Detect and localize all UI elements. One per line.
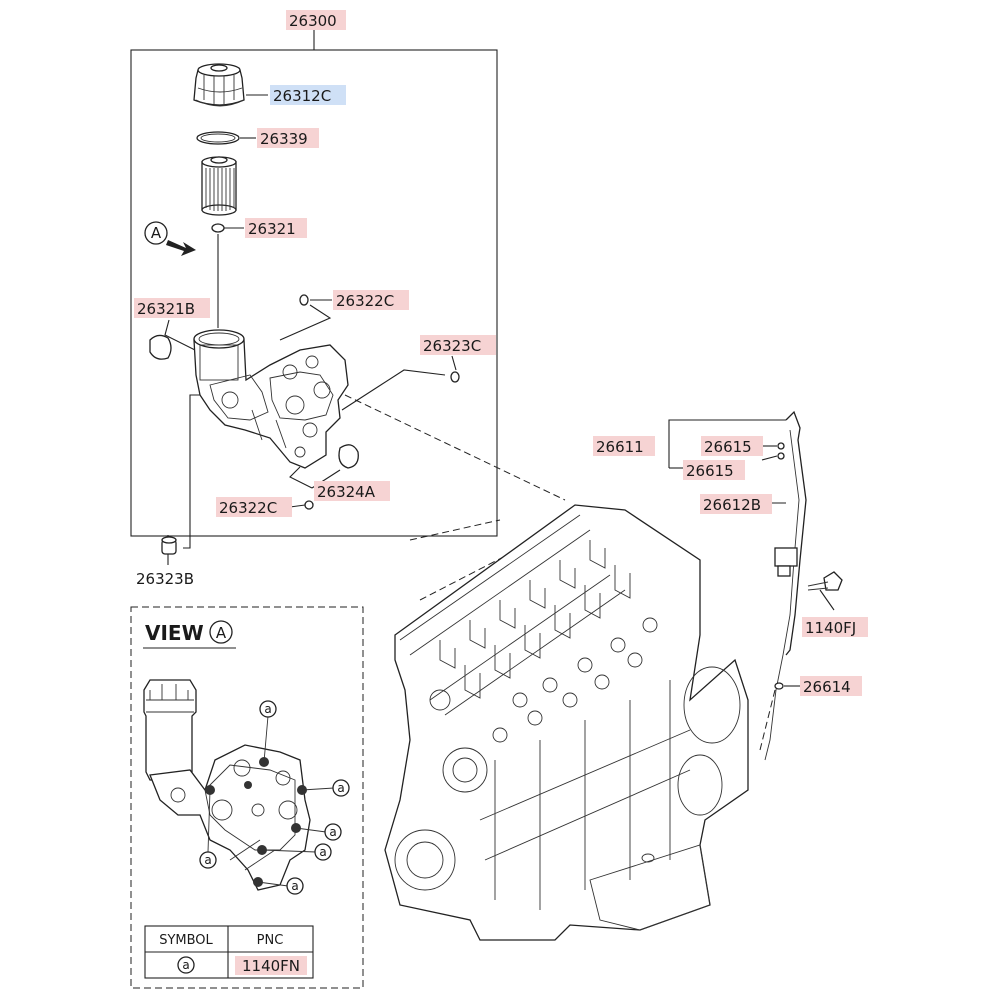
label-gasket-bottom[interactable]: 26324A: [314, 481, 390, 501]
label-bolt[interactable]: 1140FJ: [802, 617, 868, 637]
label-plug-right-text: 26323C: [423, 337, 481, 355]
plug-bottom[interactable]: [304, 500, 314, 510]
view-a-markers: a a a a a a: [199, 700, 350, 895]
marker-a-4: a: [319, 845, 326, 859]
label-oring-b-text: 26615: [686, 462, 734, 480]
symbol-header: SYMBOL: [159, 933, 213, 948]
filter-element[interactable]: [201, 156, 237, 216]
label-element-text: 26321: [248, 220, 296, 238]
label-plug-outside-text: 26323B: [136, 570, 194, 588]
plug-right[interactable]: [450, 371, 460, 383]
view-title: VIEW: [145, 621, 204, 645]
label-cap-text: 26312C: [273, 87, 331, 105]
view-a-title: VIEW A: [143, 620, 236, 649]
cap-oring-inner: [200, 133, 236, 143]
label-assembly-text: 26300: [289, 12, 337, 30]
label-oring-c-text: 26614: [803, 678, 851, 696]
label-gasket-left[interactable]: 26321B: [134, 298, 210, 318]
label-oring-a-text: 26615: [704, 438, 752, 456]
pnc-cell[interactable]: 1140FN: [242, 957, 300, 975]
label-oring-a[interactable]: 26615: [701, 436, 763, 456]
symbol-table: SYMBOL PNC a 1140FN: [144, 925, 314, 979]
label-plug-top-text: 26322C: [336, 292, 394, 310]
label-plug-bottom-text: 26322C: [219, 499, 277, 517]
gasket-left[interactable]: [149, 334, 172, 360]
label-guide-tube-text: 26612B: [703, 496, 761, 514]
label-plug-top[interactable]: 26322C: [333, 290, 409, 310]
filter-housing[interactable]: [193, 329, 349, 469]
tube-oring[interactable]: [774, 682, 784, 690]
filter-cap[interactable]: [193, 63, 245, 107]
label-oring-c[interactable]: 26614: [800, 676, 862, 696]
label-gasket-left-text: 26321B: [137, 300, 195, 318]
dipstick-oring-a[interactable]: [777, 442, 785, 450]
label-oring[interactable]: 26339: [257, 128, 319, 148]
label-gasket-bottom-text: 26324A: [317, 483, 376, 501]
tube-bolt[interactable]: [807, 571, 843, 591]
gasket-bottom[interactable]: [338, 444, 359, 469]
dipstick-guide-tube[interactable]: [764, 410, 807, 761]
engine-block: [384, 504, 749, 941]
marker-a-6: a: [204, 853, 211, 867]
label-oring-b[interactable]: 26615: [683, 460, 745, 480]
marker-a-1: a: [264, 702, 271, 716]
marker-a-3: a: [329, 825, 336, 839]
view-a-arrow: A: [144, 221, 196, 256]
label-cap[interactable]: 26312C: [270, 85, 346, 105]
pnc-header: PNC: [257, 933, 284, 948]
view-letter: A: [216, 624, 227, 642]
label-plug-bottom[interactable]: 26322C: [216, 497, 292, 517]
plug-outside[interactable]: [161, 536, 177, 555]
label-guide-tube[interactable]: 26612B: [700, 494, 772, 514]
label-plug-right[interactable]: 26323C: [420, 335, 496, 355]
label-assembly[interactable]: 26300: [286, 10, 346, 30]
label-plug-outside[interactable]: 26323B: [136, 570, 194, 588]
marker-a-2: a: [337, 781, 344, 795]
marker-a-5: a: [291, 879, 298, 893]
label-bolt-text: 1140FJ: [805, 619, 856, 637]
view-a-frame: [130, 606, 364, 989]
plug-top[interactable]: [299, 294, 309, 306]
label-dipstick-assy[interactable]: 26611: [593, 436, 655, 456]
view-a-drawing: [143, 679, 335, 891]
label-element[interactable]: 26321: [245, 218, 307, 238]
label-dipstick-assy-text: 26611: [596, 438, 644, 456]
arrow-marker-letter: A: [151, 224, 162, 242]
label-oring-text: 26339: [260, 130, 308, 148]
dipstick-oring-b[interactable]: [777, 452, 785, 460]
symbol-cell: a: [182, 958, 189, 972]
element-oring[interactable]: [211, 223, 225, 233]
